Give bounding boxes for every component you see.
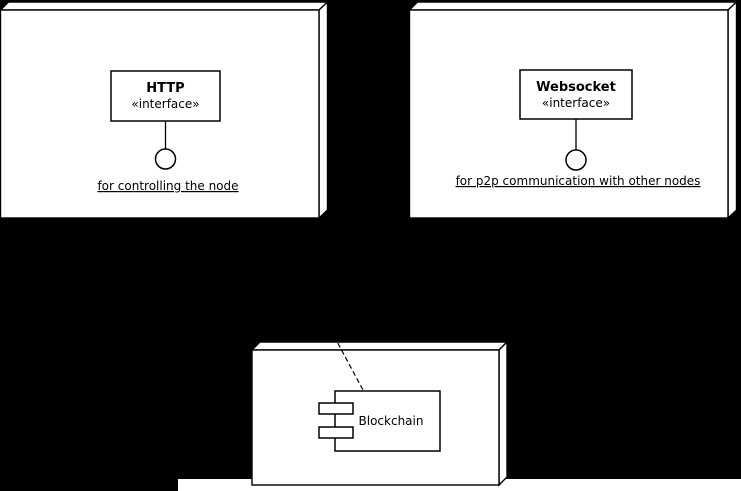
component-icon-tab-top <box>318 402 354 415</box>
websocket-interface-name: Websocket <box>536 80 616 95</box>
blockchain-component-box <box>334 390 441 452</box>
websocket-interface-box <box>519 69 633 120</box>
blockchain-component: Blockchain <box>318 390 441 452</box>
blockchain-node-right-face <box>498 340 508 487</box>
http-node-top-face <box>0 1 330 11</box>
http-interface-name: HTTP <box>146 81 184 96</box>
websocket-note: for p2p communication with other nodes <box>456 174 701 188</box>
websocket-node-right-face <box>727 0 738 220</box>
dependency-dashed-line <box>333 335 364 391</box>
http-interface-stereotype: «interface» <box>131 97 199 111</box>
websocket-lollipop-circle <box>565 149 587 171</box>
http-lollipop-circle <box>154 148 177 170</box>
blockchain-component-name: Blockchain <box>359 414 424 428</box>
blockchain-node-top-face <box>250 341 509 351</box>
component-icon-tab-bottom <box>318 426 354 439</box>
websocket-interface-stereotype: «interface» <box>542 96 610 110</box>
websocket-node-top-face <box>407 1 739 11</box>
websocket-node: Websocket «interface» for p2p communicat… <box>407 0 739 220</box>
http-node: HTTP «interface» for controlling the nod… <box>0 0 330 220</box>
blockchain-node: Blockchain <box>250 335 509 487</box>
http-note: for controlling the node <box>97 179 238 193</box>
http-node-right-face <box>318 0 329 220</box>
http-interface-box <box>110 70 221 122</box>
